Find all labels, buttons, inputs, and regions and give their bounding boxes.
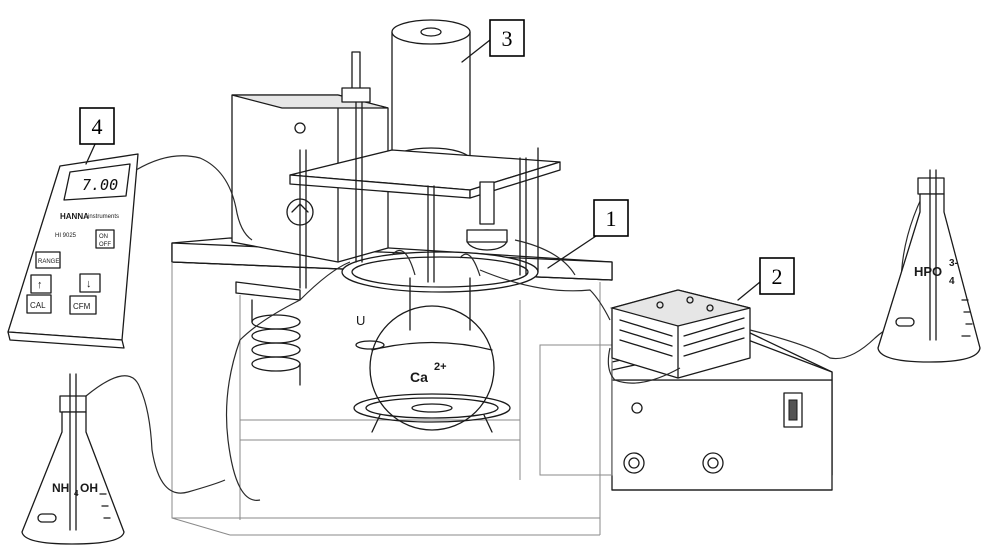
up-arrow-icon: ↑	[37, 279, 43, 291]
ph-meter-model: HI 9025	[55, 233, 77, 239]
ammonia-label-oh: OH	[80, 481, 98, 495]
range-key-label: RANGE	[38, 259, 59, 265]
water-bath: U	[172, 238, 612, 535]
phosphate-charge: 3-	[949, 258, 958, 269]
callout-1: 1	[548, 200, 628, 268]
ph-display-value: 7.00	[82, 176, 118, 194]
off-key-label: OFF	[99, 242, 111, 248]
on-key-label: ON	[99, 234, 108, 240]
callout-2-label: 2	[772, 264, 783, 289]
callout-4: 4	[80, 108, 114, 164]
calcium-ion-label: Ca	[410, 369, 428, 385]
callout-2: 2	[738, 258, 794, 300]
callout-3: 3	[462, 20, 524, 62]
cal-key-label: CAL	[30, 301, 46, 310]
svg-text:U: U	[356, 313, 365, 328]
calcium-ion-charge: 2+	[434, 361, 447, 373]
reaction-flask: Ca 2+	[354, 278, 510, 432]
phosphate-subscript: 4	[949, 276, 955, 287]
phosphate-label: HPO	[914, 264, 942, 279]
ammonia-flask: NH 4 OH	[22, 374, 124, 544]
cfm-key-label: CFM	[73, 302, 91, 311]
ph-meter-brand: HANNA	[60, 212, 89, 221]
phosphate-flask: HPO 4 3-	[878, 170, 980, 362]
ph-meter: 7.00 HANNA instruments HI 9025 ON OFF RA…	[8, 154, 138, 348]
ph-meter-brand-suffix: instruments	[88, 214, 119, 220]
callout-3-label: 3	[502, 26, 513, 51]
down-arrow-icon: ↓	[86, 278, 92, 290]
callout-4-label: 4	[92, 114, 103, 139]
ammonia-subscript: 4	[74, 489, 79, 498]
callout-1-label: 1	[606, 206, 617, 231]
ammonia-label: NH	[52, 481, 69, 495]
